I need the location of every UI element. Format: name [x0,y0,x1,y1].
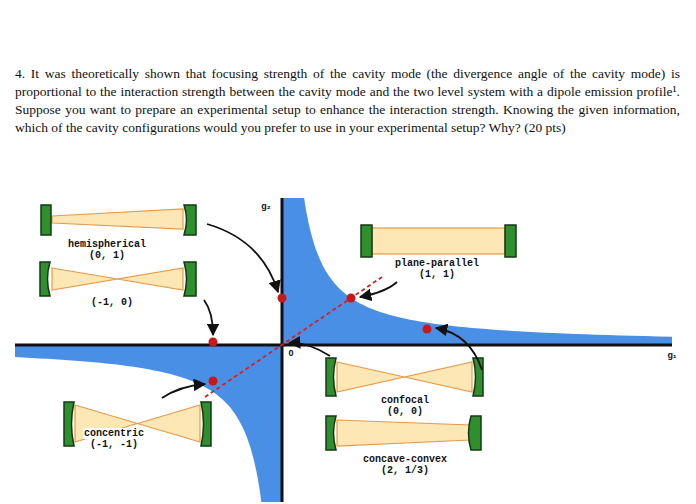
axis-label: g₂ [261,201,271,211]
beams [52,209,505,446]
axis-label: g₁ [667,350,676,360]
config-name: hemispherical [67,239,147,250]
config-coords: (2, 1/3) [380,465,430,476]
config-coords: (-1, -1) [89,439,139,450]
g2-axis [281,198,284,502]
config-coords: (0, 0) [386,406,424,417]
stable-region-part [15,345,282,502]
origin-label: 0 [288,348,293,358]
pointer-arrows [162,224,482,398]
question-text: 4. It was theoretically shown that focus… [15,65,680,137]
config-coords: (-1, 0) [90,297,134,308]
config-name: concave-convex [362,454,448,465]
config-name: confocal [380,395,430,406]
config-dots [209,294,432,386]
stable-region-part [282,198,672,345]
config-coords: (1, 1) [418,269,456,280]
config-name: plane-parallel [394,258,480,269]
config-name: concentric [83,428,145,439]
stable-region [15,198,672,502]
g1-axis [15,344,672,347]
mirrors [40,205,516,450]
config-coords: (0, 1) [88,250,126,261]
